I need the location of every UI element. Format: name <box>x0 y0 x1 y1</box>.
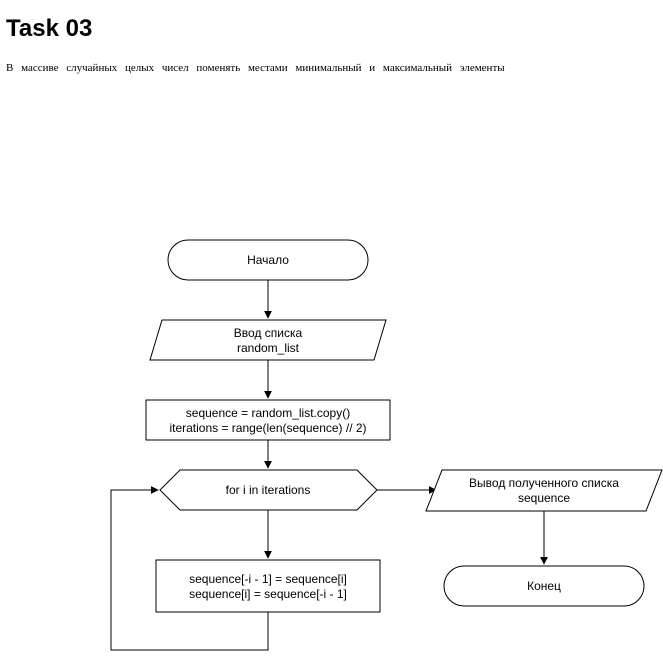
swap-shape <box>155 559 381 613</box>
page-title: Task 03 <box>6 15 93 42</box>
init-label-line-1: sequence = random_list.copy() <box>186 406 350 420</box>
output-label-line-1: Вывод полученного списка <box>469 476 619 490</box>
loop-shape <box>159 469 378 511</box>
input-label-line-2: random_list <box>237 341 300 355</box>
end-node: Конец <box>443 565 645 607</box>
task-description: В массиве случайных целых чисел поменять… <box>6 62 505 74</box>
arrow-swap-back-to-loop <box>110 486 269 651</box>
loop-node: for i in iterations <box>159 469 378 511</box>
input-label-line-1: Ввод списка <box>234 326 303 340</box>
init-label-line-2: iterations = range(len(sequence) // 2) <box>169 421 366 435</box>
connectors <box>110 280 548 651</box>
init-shape <box>145 399 391 441</box>
swap-label-line-2: sequence[i] = sequence[-i - 1] <box>189 587 347 601</box>
start-shape <box>167 239 369 281</box>
loop-label: for i in iterations <box>226 483 311 497</box>
end-label: Конец <box>527 579 561 593</box>
swap-node: sequence[-i - 1] = sequence[i] sequence[… <box>155 559 381 613</box>
output-shape <box>425 469 663 512</box>
input-shape <box>149 319 387 361</box>
end-shape <box>443 565 645 607</box>
init-node: sequence = random_list.copy() iterations… <box>145 399 391 441</box>
input-node: Ввод списка random_list <box>149 319 387 361</box>
swap-label-line-1: sequence[-i - 1] = sequence[i] <box>189 572 347 586</box>
start-node: Начало <box>167 239 369 281</box>
start-label: Начало <box>247 253 289 267</box>
output-node: Вывод полученного списка sequence <box>425 469 663 512</box>
output-label-line-2: sequence <box>518 491 570 505</box>
